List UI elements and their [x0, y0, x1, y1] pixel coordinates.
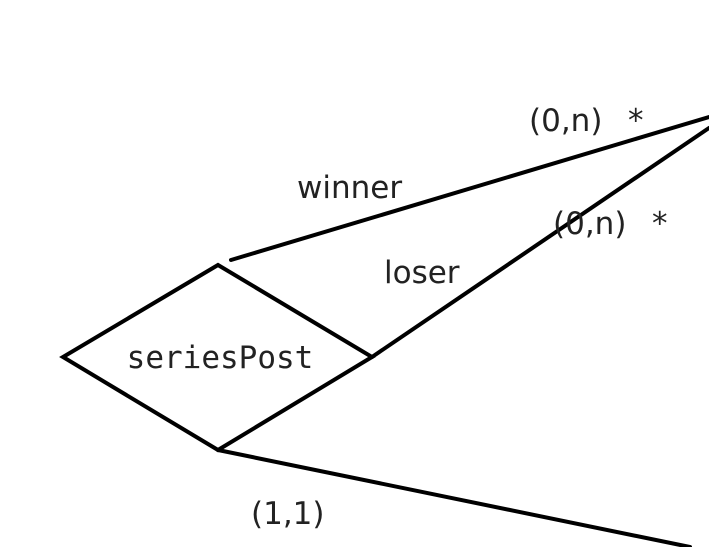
loser-marker: *	[652, 206, 668, 242]
winner-connector	[229, 115, 709, 262]
loser-role-label: loser	[384, 255, 460, 291]
one-one-cardinality: (1,1)	[251, 496, 325, 532]
relationship-name: seriesPost	[127, 340, 314, 376]
winner-role-label: winner	[297, 170, 402, 206]
winner-cardinality: (0,n)	[529, 103, 602, 139]
winner-marker: *	[628, 103, 644, 139]
loser-cardinality: (0,n)	[553, 206, 626, 242]
loser-connector	[370, 126, 709, 359]
relationship-diamond[interactable]	[59, 262, 376, 453]
one-one-connector	[216, 448, 692, 547]
